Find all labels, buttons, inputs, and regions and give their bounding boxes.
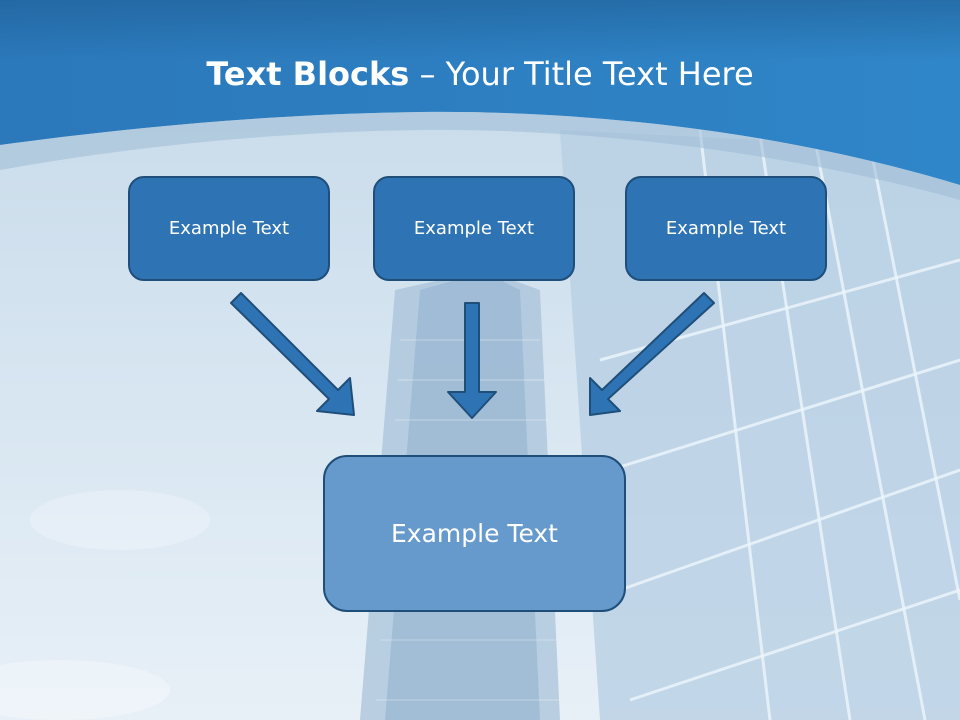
text-block-2-label: Example Text — [413, 218, 535, 239]
text-block-1[interactable]: Example Text — [128, 176, 330, 281]
title-bold: Text Blocks — [206, 55, 410, 93]
target-block[interactable]: Example Text — [323, 455, 626, 612]
text-block-2[interactable]: Example Text — [373, 176, 575, 281]
slide-title: Text Blocks – Your Title Text Here — [0, 52, 960, 96]
target-block-label: Example Text — [391, 519, 558, 548]
text-block-3-label: Example Text — [665, 218, 787, 239]
text-block-3[interactable]: Example Text — [625, 176, 827, 281]
title-rest: – Your Title Text Here — [409, 55, 754, 93]
text-block-1-label: Example Text — [168, 218, 290, 239]
